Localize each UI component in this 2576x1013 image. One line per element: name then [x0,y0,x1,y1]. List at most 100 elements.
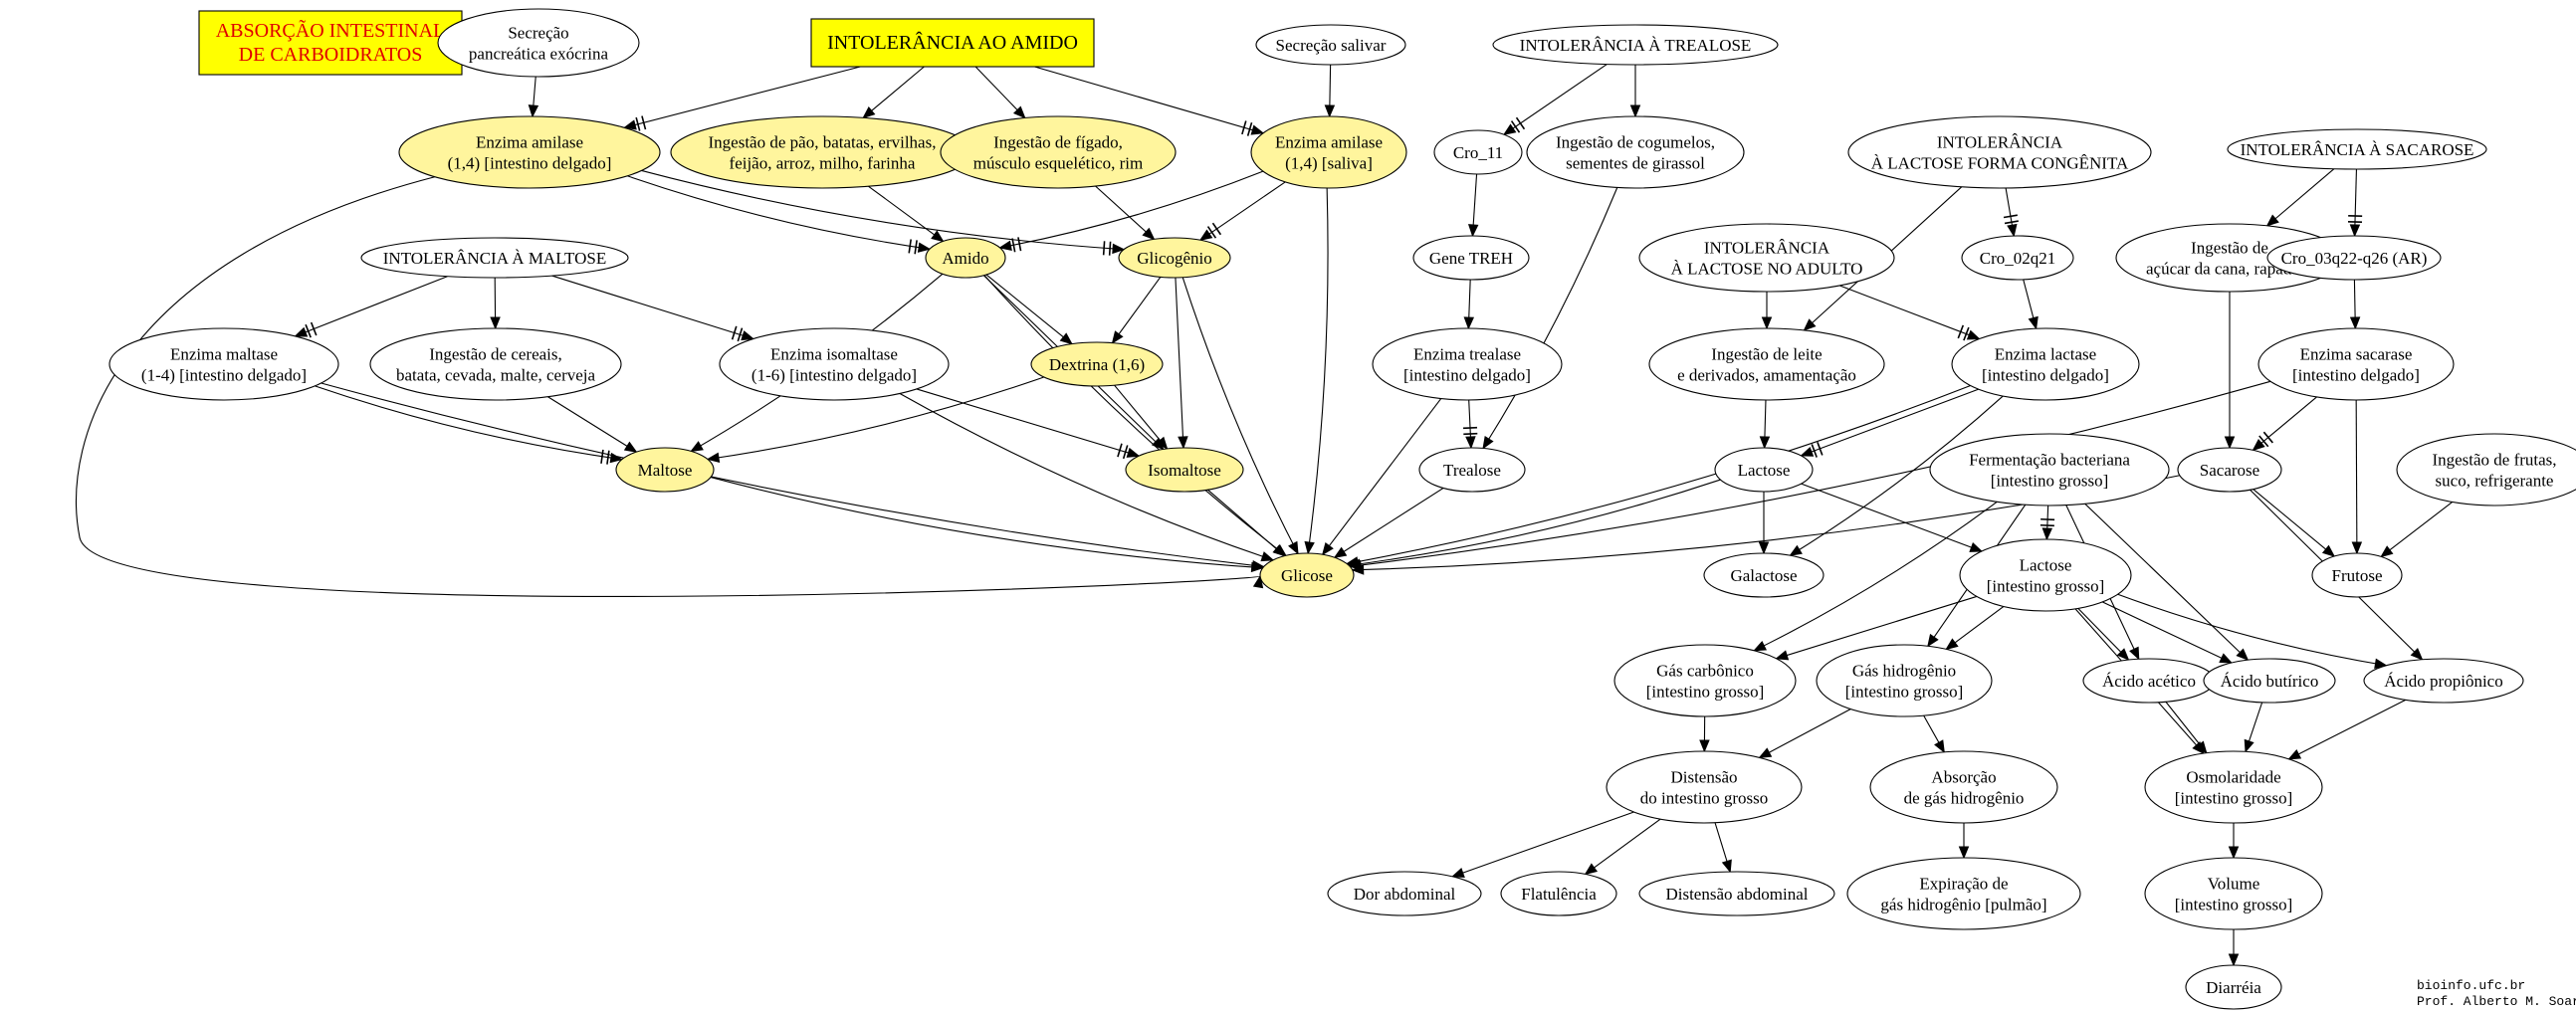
edge-lactose-ig-to-gas-hidrogenio [1945,605,2005,651]
edge-intol-maltose-to-enzima-maltase-arrowhead [294,326,309,337]
node-intol-sacarose: INTOLERÂNCIA À SACAROSE [2227,128,2487,170]
node-gas-hidrogenio-label: [intestino grosso] [1845,683,1964,702]
node-intol-lactose-cong-shape [1847,115,2152,189]
edge-enzima-amilase-sal-to-glicogenio [1198,181,1286,242]
node-fermentacao-shape [1929,433,2170,506]
node-enzima-trealase-label: [intestino delgado] [1403,366,1531,385]
edge-lactose-ig-to-acido-acetico-arrowhead [2116,648,2130,662]
edge-lactose-ig-to-acido-propionico [2117,593,2388,670]
node-ingestao-leite-shape [1648,327,1885,401]
node-acido-propionico: Ácido propiônico [2363,658,2524,704]
node-maltose-label: Maltose [638,461,693,480]
edge-lactose-ig-to-acido-butirico-arrowhead [2219,653,2234,664]
node-enzima-trealase-label: Enzima trealase [1413,345,1521,364]
edge-amido-to-dextrina-arrowhead [1059,332,1073,345]
edge-lactose-to-glicose [1347,479,1721,569]
edge-intolerancia-amido-to-enzima-amilase-sal [1034,66,1265,136]
edge-intolerancia-amido-to-enzima-amilase-int [623,66,861,131]
node-title-label: DE CARBOIDRATOS [239,44,423,66]
node-secrecao-salivar: Secreção salivar [1255,24,1406,66]
edge-isomaltose-to-glicose [1207,489,1286,557]
edge-sacarose-to-glicose-arrowhead [1351,564,1365,575]
node-gene-treh-shape [1412,235,1530,281]
edge-gene-treh-to-enzima-trealase-arrowhead [1463,316,1475,330]
edge-intol-sacarose-to-cro-03q22 [2347,168,2363,238]
edge-intol-lactose-adulto-to-ingestao-leite-arrowhead [1761,316,1773,330]
edge-ingestao-frutas-to-frutose-arrowhead [2380,545,2394,558]
node-lactose-ig-label: Lactose [2020,556,2072,575]
edge-cro-03q22-to-enzima-sacarase-arrowhead [2349,316,2361,330]
edge-dextrina-to-isomaltose-arrowhead [1156,436,1169,450]
node-cro-02q21-label: Cro_02q21 [1980,249,2056,268]
edge-ingestao-frutas-to-frutose [2380,502,2454,558]
node-enzima-lactase-shape [1951,327,2140,401]
edge-enzima-amilase-int-to-glicogenio-arrowhead [1112,243,1126,255]
edge-enzima-lactase-to-galactose [1789,395,2004,556]
edge-intolerancia-amido-to-enzima-amilase-sal-inhibition-mark [1241,120,1253,136]
node-ingestao-frutas-label: suco, refrigerante [2436,472,2554,491]
edge-enzima-maltase-to-glicose [321,382,1265,571]
node-enzima-sacarase: Enzima sacarase[intestino delgado] [2257,327,2455,401]
node-enzima-amilase-sal: Enzima amilase(1,4) [saliva] [1250,115,1407,189]
node-absorcao-h2-shape [1869,750,2058,824]
node-distensao-abd-label: Distensão abdominal [1665,885,1808,904]
node-glicogenio-label: Glicogênio [1137,249,1212,268]
node-ingestao-frutas-shape [2396,433,2576,506]
node-ingestao-frutas-label: Ingestão de frutas, [2432,451,2556,470]
edge-enzima-amilase-int-to-amido [627,175,932,255]
node-cro-11-shape [1433,129,1523,175]
node-ingestao-cogumelos-label: sementes de girassol [1566,154,1705,173]
node-enzima-trealase: Enzima trealase [intestino delgado] [1372,327,1563,401]
node-ingestao-figado-label: Ingestão de fígado, [993,133,1123,152]
edge-ingestao-leite-to-lactose-arrowhead [1759,436,1771,450]
edge-ingestao-figado-to-glicogenio-arrowhead [1142,227,1156,241]
edge-distensao-ig-to-dor-abdominal [1450,811,1634,878]
edge-gene-treh-to-enzima-trealase [1463,279,1475,330]
node-dextrina-label: Dextrina (1,6) [1049,355,1145,374]
edge-secrecao-pancreatica-to-enzima-amilase-int-arrowhead [528,104,539,118]
node-gene-treh: Gene TREH [1412,235,1530,281]
edge-ingestao-figado-to-glicogenio [1095,185,1156,241]
edge-secrecao-pancreatica-to-enzima-amilase-int [528,76,539,118]
node-ingestao-cereais: Ingestão de cereais,batata, cevada, malt… [369,327,622,401]
node-intolerancia-amido-shape [810,18,1095,68]
node-cro-03q22-label: Cro_03q22-q26 (AR) [2281,249,2428,268]
node-flatulencia: Flatulência [1500,871,1617,916]
edge-fermentacao-to-lactose-ig-inhibition-mark [2039,517,2055,527]
edge-gas-hidrogenio-to-absorcao-h2-arrowhead [1934,739,1945,753]
node-lactose-ig-label: [intestino grosso] [1987,577,2105,596]
edge-trealose-to-glicose [1333,487,1444,558]
node-sacarose-label: Sacarose [2200,461,2259,480]
edges-layer [76,64,2454,967]
edge-ingestao-pao-to-amido-arrowhead [931,230,945,243]
node-lactose-ig: Lactose [intestino grosso] [1959,538,2132,612]
node-gas-hidrogenio: Gás hidrogênio[intestino grosso] [1816,644,1993,717]
edge-intol-sacarose-to-ingestao-acucar-arrowhead [2265,214,2279,227]
edge-amido-to-dextrina [985,274,1073,345]
node-frutose-shape [2311,552,2403,598]
node-ingestao-cereais-label: Ingestão de cereais, [429,345,562,364]
node-intol-lactose-cong-label: INTOLERÂNCIA [1937,133,2063,152]
edge-enzima-amilase-int-to-amido-arrowhead [917,242,932,253]
node-lactose-shape [1714,447,1814,493]
node-amido-label: Amido [942,249,988,268]
edge-fermentacao-to-lactose-ig [2039,505,2055,541]
edge-intolerancia-amido-to-ingestao-figado [974,66,1026,119]
node-gas-carbonico-shape [1613,644,1797,717]
node-enzima-maltase: Enzima maltase(1-4) [intestino delgado] [108,327,339,401]
node-expiracao-h2-label: Expiração de [1919,875,2008,894]
node-cro-03q22-shape [2266,235,2442,281]
edge-intolerancia-trealose-to-ingestao-cogumelos [1629,65,1641,118]
edge-intolerancia-amido-to-enzima-amilase-int-inhibition-mark [635,115,647,131]
edge-enzima-trealase-to-trealose [1462,399,1478,450]
node-acido-butirico-label: Ácido butírico [2221,672,2319,691]
node-acido-propionico-label: Ácido propiônico [2384,672,2502,691]
edge-dextrina-to-maltose-arrowhead [706,452,721,464]
edge-absorcao-h2-to-expiracao-h2-arrowhead [1958,846,1970,860]
node-acido-butirico: Ácido butírico [2203,658,2336,704]
node-ingestao-acucar-label: Ingestão de [2191,239,2268,258]
edge-acido-propionico-to-osmolaridade [2287,699,2407,760]
node-title-label: ABSORÇÃO INTESTINAL [216,18,446,42]
node-intol-maltose: INTOLERÂNCIA À MALTOSE [360,237,629,279]
